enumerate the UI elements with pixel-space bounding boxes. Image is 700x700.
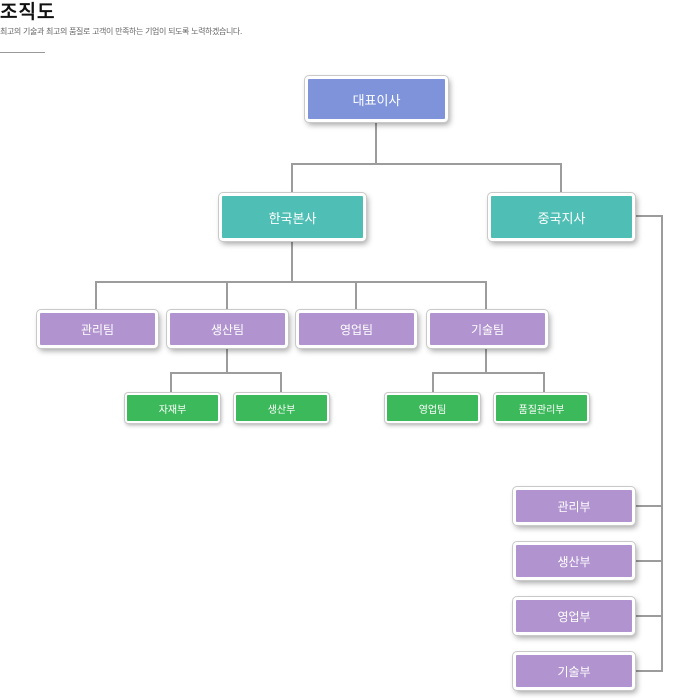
connector-line: [291, 241, 293, 282]
connector-line: [432, 372, 434, 394]
connector-line: [635, 505, 662, 507]
team-technology-box: 기술팀: [427, 310, 548, 348]
china-branch-box: 중국지사: [488, 193, 635, 241]
page-subtitle: 최고의 기술과 최고의 품질로 고객이 만족하는 기업이 되도록 노력하겠습니다…: [0, 27, 243, 36]
dept-sales-box: 영업팀: [385, 393, 480, 423]
connector-line: [635, 615, 662, 617]
connector-line: [432, 372, 545, 374]
team-sales-box: 영업팀: [296, 310, 417, 348]
korea-hq-box: 한국본사: [219, 193, 366, 241]
connector-line: [375, 122, 377, 164]
connector-line: [635, 670, 662, 672]
team-production-box: 생산팀: [167, 310, 288, 348]
connector-line: [170, 372, 282, 374]
dept-quality-box: 품질관리부: [494, 393, 589, 423]
connector-line: [291, 163, 562, 165]
connector-line: [280, 372, 282, 394]
china-dept-management-box: 관리부: [513, 487, 635, 525]
dept-production-box: 생산부: [234, 393, 329, 423]
connector-line: [485, 348, 487, 373]
connector-line: [560, 163, 562, 193]
china-dept-technology-box: 기술부: [513, 652, 635, 690]
connector-line: [355, 281, 357, 310]
connector-line: [543, 372, 545, 394]
china-dept-production-box: 생산부: [513, 542, 635, 580]
connector-line: [291, 163, 293, 193]
connector-line: [634, 215, 662, 217]
connector-line: [170, 372, 172, 394]
connector-line: [226, 348, 228, 373]
title-underline: [0, 52, 45, 53]
connector-line: [635, 560, 662, 562]
connector-line: [661, 215, 663, 672]
page-title: 조직도: [0, 1, 56, 23]
connector-line: [226, 281, 228, 310]
connector-line: [95, 281, 97, 310]
team-management-box: 관리팀: [37, 310, 158, 348]
dept-materials-box: 자재부: [125, 393, 220, 423]
connector-line: [95, 281, 487, 283]
ceo-box: 대표이사: [305, 76, 448, 122]
china-dept-sales-box: 영업부: [513, 597, 635, 635]
connector-line: [485, 281, 487, 310]
